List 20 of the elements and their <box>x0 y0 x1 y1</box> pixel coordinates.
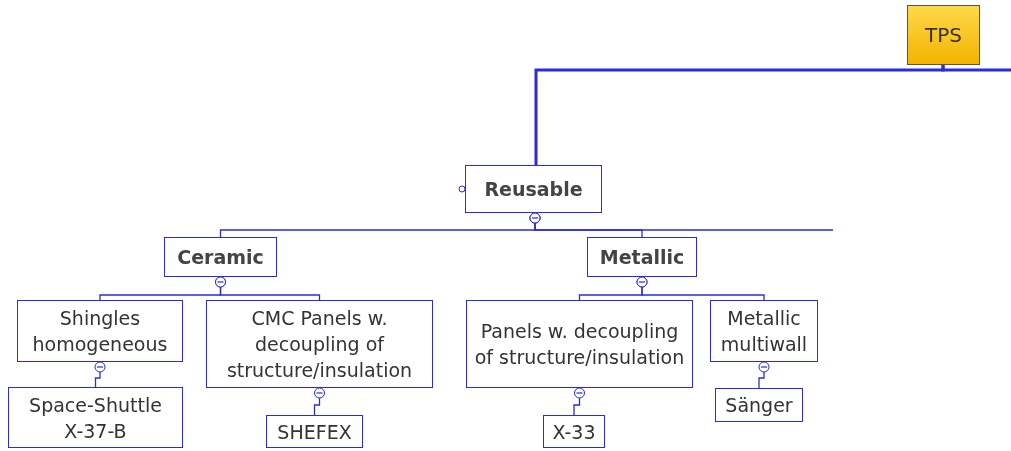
connector-line <box>313 387 326 416</box>
topic-box: SHEFEX <box>266 415 363 448</box>
topic-box: Sänger <box>715 388 803 422</box>
topic-box: Panels w. decoupling of structure/insulation <box>466 300 693 388</box>
root-box: TPS <box>907 5 980 65</box>
connector-line <box>636 276 765 301</box>
connector-line <box>214 276 321 301</box>
topic-box: Metallic multiwall <box>710 300 818 362</box>
topic-box: Metallic <box>587 237 697 277</box>
connector-line <box>529 212 834 231</box>
connector-line <box>941 65 1011 72</box>
topic-box: X-33 <box>543 415 605 448</box>
topic-box: Shingles homogeneous <box>17 300 183 362</box>
topic-box: Space-Shuttle X-37-B <box>8 387 183 448</box>
connector-line <box>94 361 106 388</box>
connector-line <box>758 361 770 389</box>
topic-box: Reusable <box>465 165 602 213</box>
topic-box: Ceramic <box>164 237 277 277</box>
topic-box: CMC Panels w. decoupling of structure/insulation <box>206 300 433 388</box>
connector-line <box>573 387 586 416</box>
